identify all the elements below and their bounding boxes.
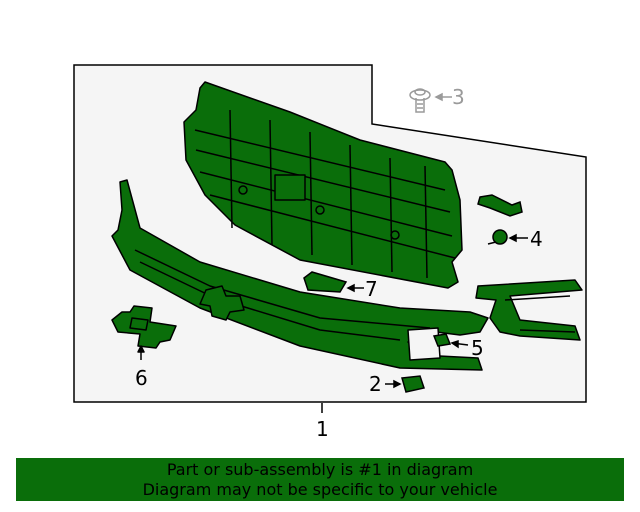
screw-part-3[interactable] — [409, 88, 452, 113]
emblem-part-6[interactable] — [111, 305, 177, 360]
clip-part-5[interactable] — [432, 333, 469, 349]
footer-line-1: Part or sub-assembly is #1 in diagram — [166, 460, 474, 479]
grille-bracket[interactable] — [475, 279, 583, 341]
footer-notice: Part or sub-assembly is #1 in diagram Di… — [16, 458, 624, 501]
lower-grille-bar[interactable] — [111, 179, 489, 371]
callout-6: 6 — [135, 366, 148, 390]
callout-2: 2 — [369, 372, 382, 396]
footer-line-2: Diagram may not be specific to your vehi… — [142, 480, 498, 499]
callout-3: 3 — [452, 85, 465, 109]
upper-grille[interactable] — [183, 81, 463, 289]
callout-1: 1 — [316, 417, 329, 441]
callout-7: 7 — [365, 277, 378, 301]
clip-part[interactable] — [477, 194, 523, 217]
parts-diagram: 1 2 3 4 5 6 7 — [73, 64, 587, 441]
callout-4: 4 — [530, 227, 543, 251]
clip-part-7[interactable] — [303, 271, 364, 293]
clip-part-2[interactable] — [385, 375, 425, 393]
fastener-part-4[interactable] — [487, 229, 528, 245]
callout-5: 5 — [471, 336, 484, 360]
